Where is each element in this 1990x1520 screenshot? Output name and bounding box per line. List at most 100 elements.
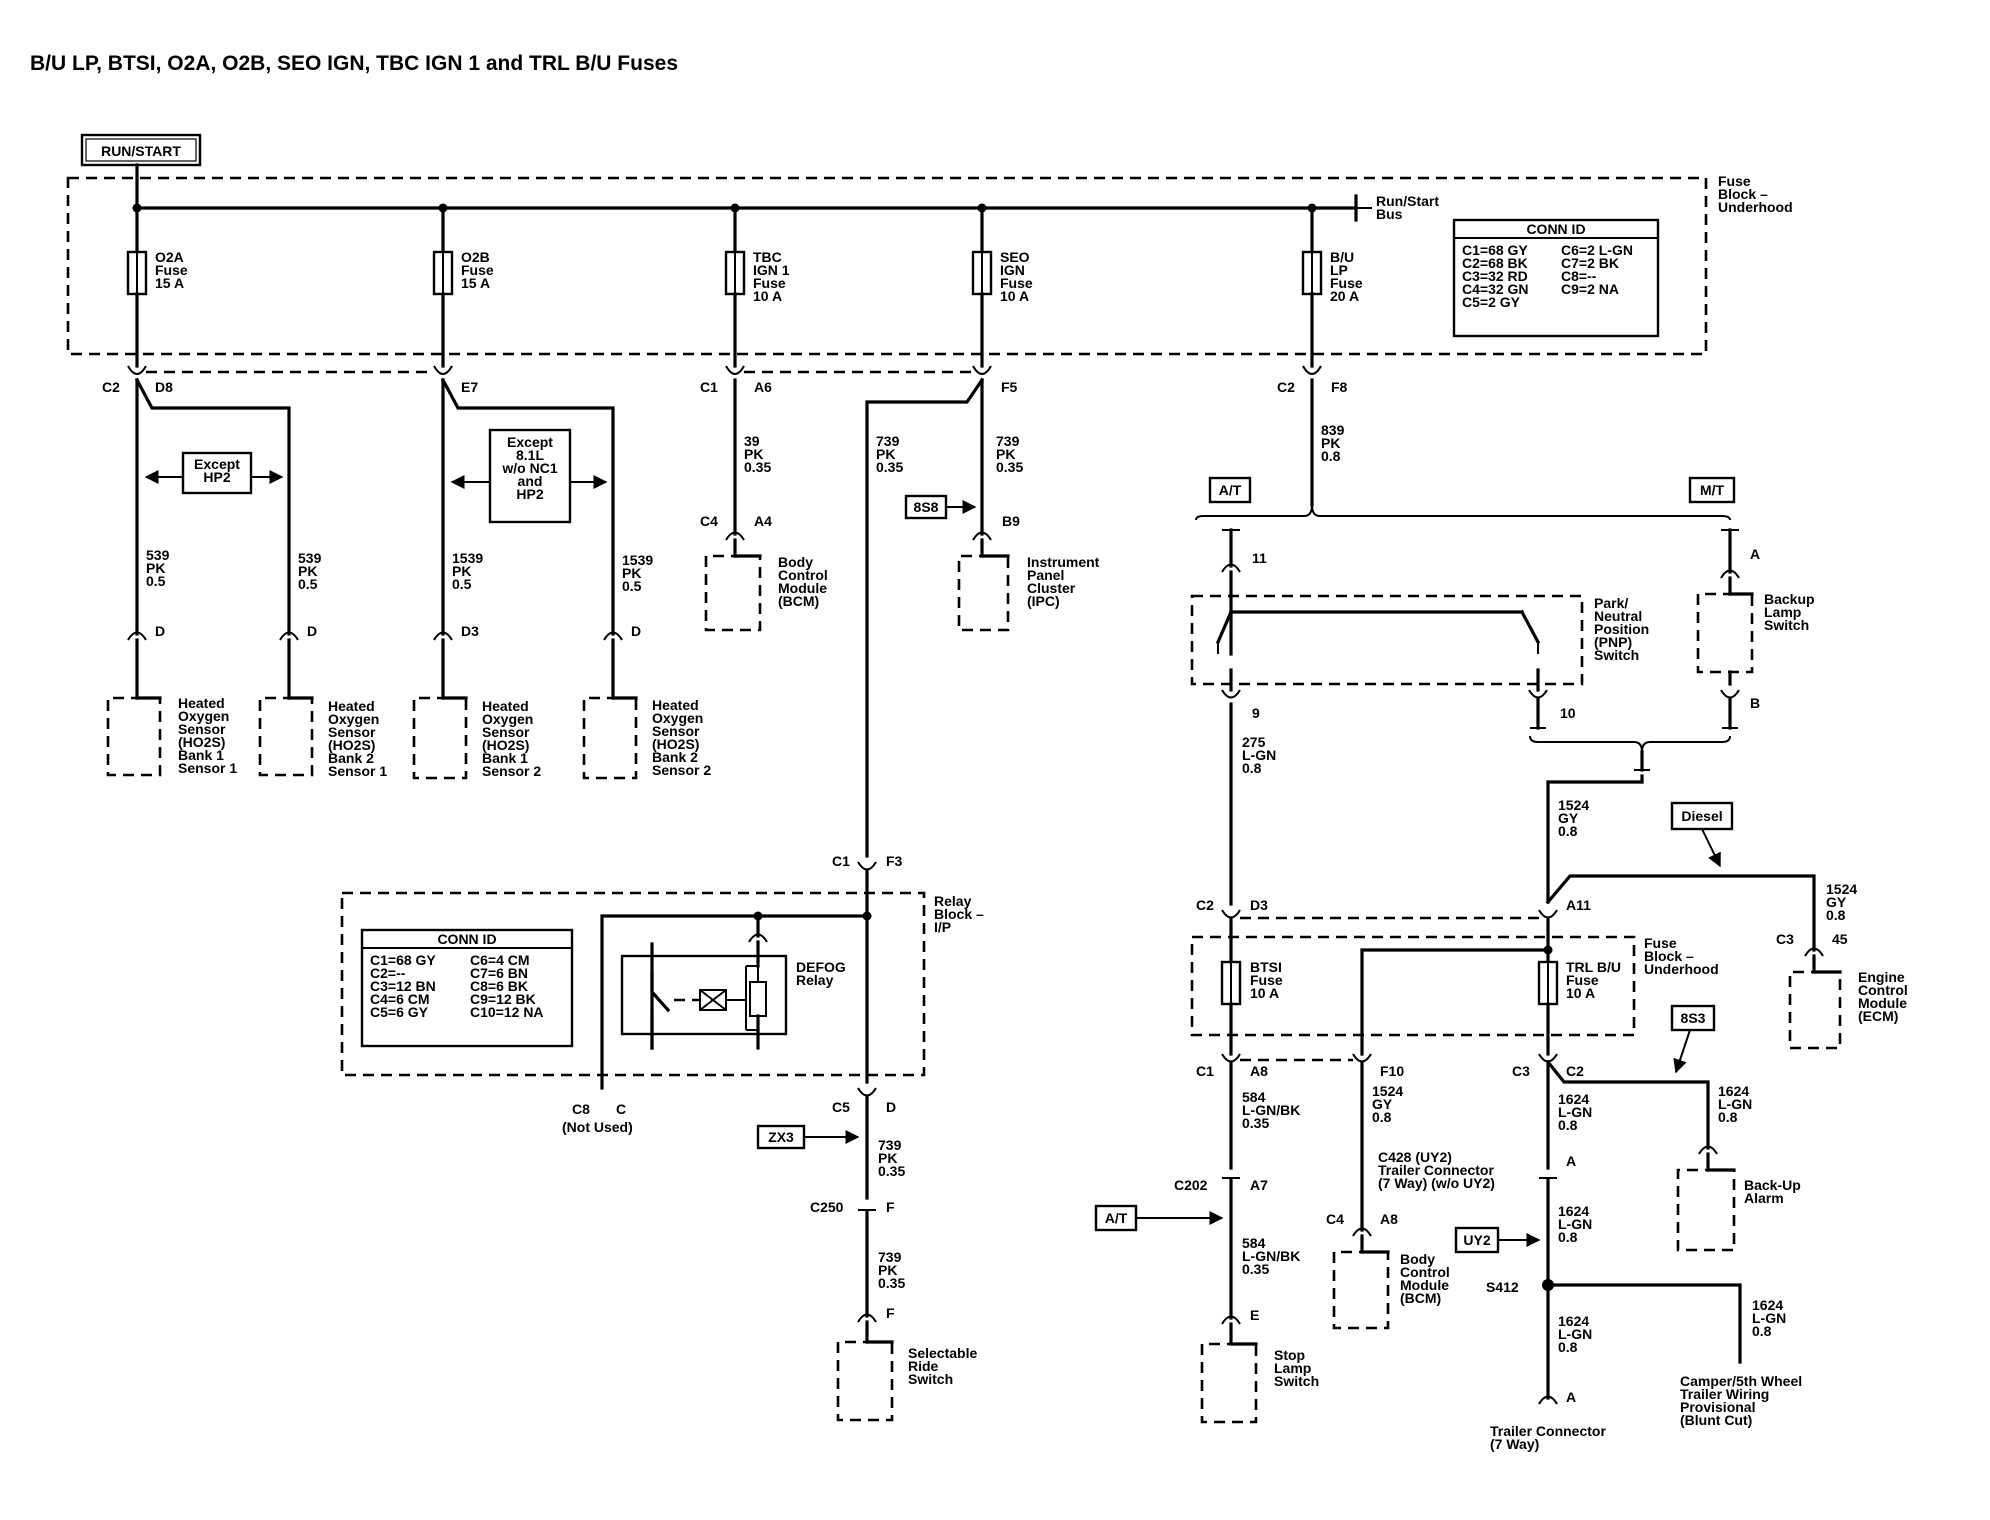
pin-e7: E7 [461, 379, 478, 395]
tag-8s8-label: 8S8 [914, 499, 939, 515]
connector-symbol [857, 861, 877, 871]
tag-zx3: ZX3 [756, 1124, 860, 1150]
pin-a: A [1750, 546, 1760, 562]
pin-d: D [886, 1099, 896, 1115]
pin-9: 9 [1252, 705, 1260, 721]
pin-10: 10 [1560, 705, 1576, 721]
connector-c5: C5 [832, 1099, 850, 1115]
pin-d3: D3 [1250, 897, 1268, 913]
connector-symbols-top [127, 365, 1322, 375]
pin-a8: A8 [1380, 1211, 1398, 1227]
pin-a6: A6 [754, 379, 772, 395]
pin-a: A [1566, 1153, 1576, 1169]
tag-mt-label: M/T [1700, 482, 1725, 498]
connector-symbol [1221, 909, 1241, 919]
connector-c8: C8 [572, 1101, 590, 1117]
backup-lamp-switch [1696, 528, 1754, 730]
connector-c1: C1 [832, 853, 850, 869]
stop-lamp-wiring [1200, 1060, 1258, 1424]
pin-f10: F10 [1380, 1063, 1404, 1079]
ho2s-wiring [127, 377, 638, 700]
wire [1529, 735, 1731, 753]
connector-c2: C2 [1196, 897, 1214, 913]
pin-f3: F3 [886, 853, 903, 869]
pin-d8: D8 [155, 379, 173, 395]
connector-c250: C250 [810, 1199, 844, 1215]
pin-f8: F8 [1331, 379, 1348, 395]
run-start-label: RUN/START [101, 143, 181, 159]
pin-d: D [155, 623, 165, 639]
tag-zx3-label: ZX3 [768, 1129, 794, 1145]
pin-f: F [886, 1199, 895, 1215]
ecm-component [1788, 970, 1842, 1050]
tag-uy2-label: UY2 [1463, 1232, 1490, 1248]
connector-c3: C3 [1512, 1063, 1530, 1079]
connector-symbol [1538, 909, 1558, 919]
tag-8s8: 8S8 [904, 494, 977, 520]
conn-id-title: CONN ID [437, 931, 496, 947]
connector-c1: C1 [700, 379, 718, 395]
connector-c3: C3 [1776, 931, 1794, 947]
pin-11: 11 [1252, 550, 1267, 566]
connector-c1: C1 [1196, 1063, 1214, 1079]
diagram-title: B/U LP, BTSI, O2A, O2B, SEO IGN, TBC IGN… [30, 52, 678, 75]
tag-at-label: A/T [1105, 1210, 1128, 1226]
ipc-wiring [865, 377, 1010, 858]
pin-c: C [616, 1101, 626, 1117]
fuse-block-underhood-outline [66, 176, 1708, 356]
run-start-tag: RUN/START [80, 133, 202, 167]
pin-a11: A11 [1566, 897, 1591, 913]
pin-45: 45 [1832, 931, 1848, 947]
trailer-wiring [1538, 1059, 1742, 1405]
connector-symbol [1804, 947, 1824, 957]
fuse-block-underhood-outline [1190, 935, 1636, 1037]
splice-s412: S412 [1486, 1279, 1519, 1295]
pin-f5: F5 [1001, 379, 1018, 395]
tag-diesel: Diesel [1670, 801, 1734, 868]
pin-d: D [307, 623, 317, 639]
tag-8s3: 8S3 [1670, 1004, 1716, 1074]
